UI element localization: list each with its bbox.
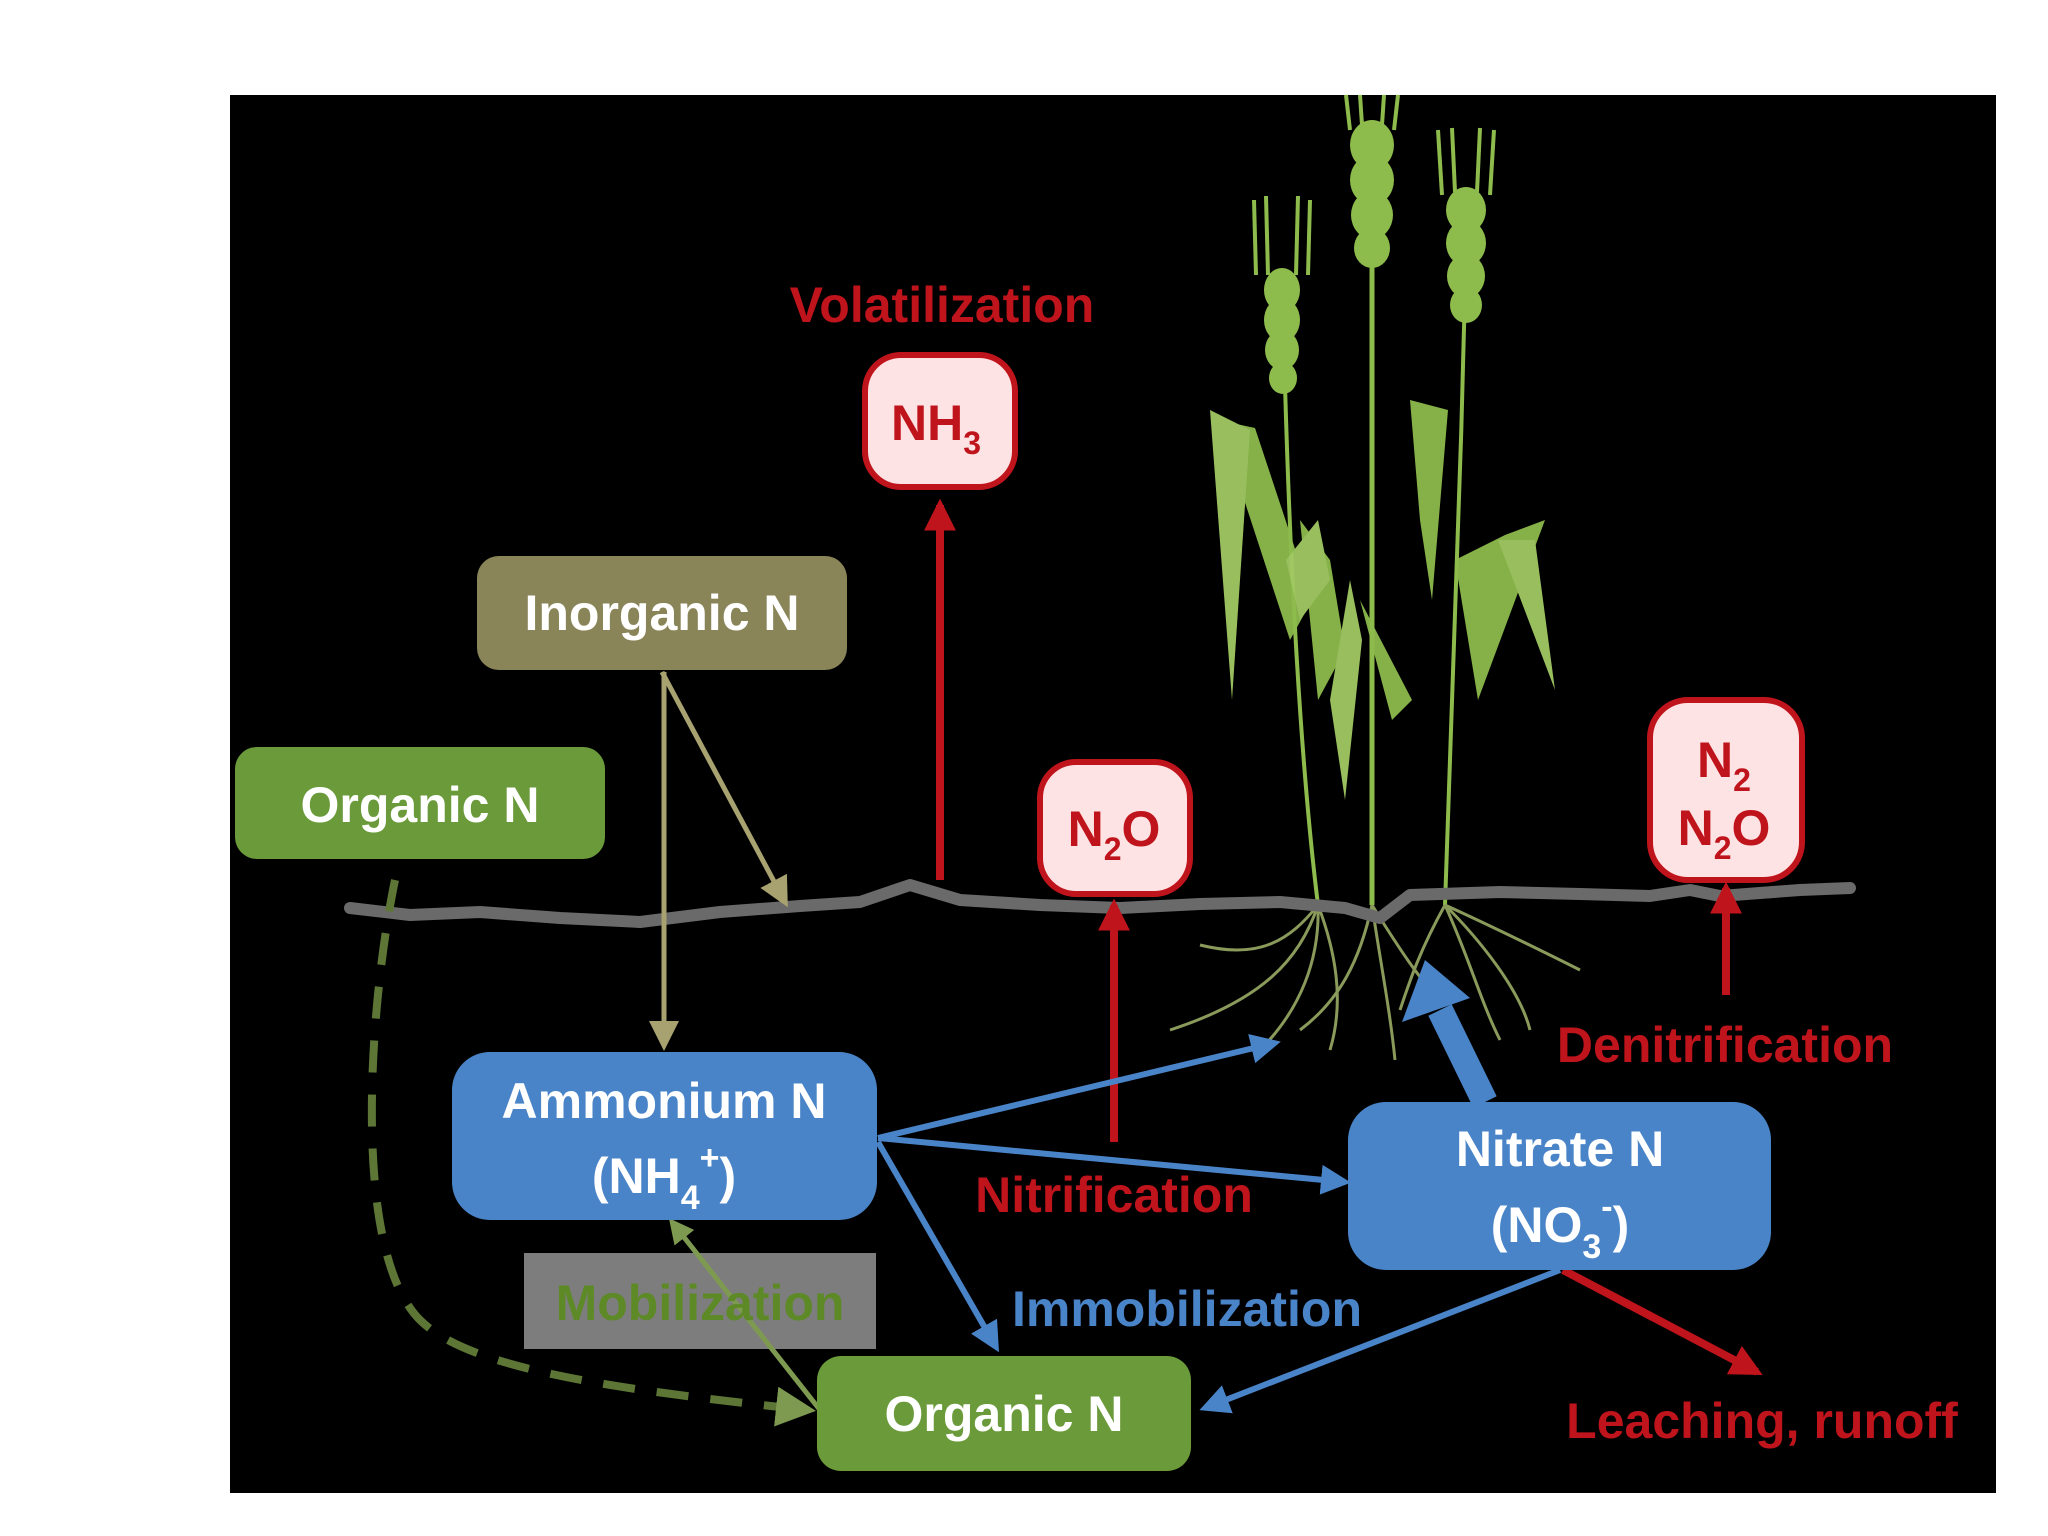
organic-n-bottom-label: Organic N bbox=[885, 1386, 1124, 1442]
ammonium-n-formula: (NH4+) bbox=[592, 1139, 736, 1217]
denitrification-label: Denitrification bbox=[1557, 1017, 1893, 1073]
inorganic-to-surface-arrow bbox=[659, 670, 788, 908]
ammonium-n-node: Ammonium N (NH4+) bbox=[452, 1052, 877, 1220]
n2o-mid-gas-node: N2O bbox=[1037, 759, 1193, 897]
ammonium-to-nitrate-arrow bbox=[877, 1135, 1351, 1195]
n2o-right-label: N2O bbox=[1678, 800, 1771, 866]
wheat-plant-icon bbox=[1169, 94, 1581, 1061]
leaching-arrow bbox=[1561, 1266, 1763, 1376]
soil-surface-line bbox=[344, 879, 1856, 928]
inorganic-n-node: Inorganic N bbox=[477, 556, 847, 670]
ammonium-n-label: Ammonium N bbox=[502, 1073, 827, 1129]
nitrification-label: Nitrification bbox=[975, 1167, 1253, 1223]
organic-n-top-label: Organic N bbox=[301, 777, 540, 833]
leaching-runoff-label: Leaching, runoff bbox=[1566, 1393, 1958, 1449]
inorganic-n-label: Inorganic N bbox=[524, 585, 799, 641]
nitrate-n-label: Nitrate N bbox=[1456, 1121, 1664, 1177]
nh3-label: NH3 bbox=[891, 395, 981, 461]
nh3-gas-node: NH3 bbox=[862, 352, 1018, 490]
immobilization-arrow bbox=[875, 1140, 999, 1353]
nitrate-n-node: Nitrate N (NO3-) bbox=[1348, 1102, 1771, 1270]
organic-n-top-node: Organic N bbox=[235, 747, 605, 859]
ammonium-to-roots-arrow bbox=[877, 1033, 1281, 1141]
mobilization-label: Mobilization bbox=[556, 1275, 845, 1331]
organic-n-bottom-node: Organic N bbox=[817, 1356, 1191, 1471]
n2-right-label: N2 bbox=[1697, 732, 1751, 798]
mobilization-arrow bbox=[668, 1218, 843, 1434]
organic-top-to-bottom-dashed-arrow bbox=[367, 879, 816, 1427]
n2-n2o-right-gas-node: N2 N2O bbox=[1647, 697, 1805, 883]
nitrate-n-formula: (NO3-) bbox=[1491, 1188, 1630, 1266]
volatilization-label: Volatilization bbox=[790, 277, 1095, 333]
nitrate-to-organic-arrow bbox=[1199, 1267, 1562, 1414]
n2o-mid-label: N2O bbox=[1068, 801, 1161, 867]
nitrate-uptake-arrow bbox=[1402, 960, 1497, 1108]
immobilization-label: Immobilization bbox=[1012, 1281, 1362, 1337]
